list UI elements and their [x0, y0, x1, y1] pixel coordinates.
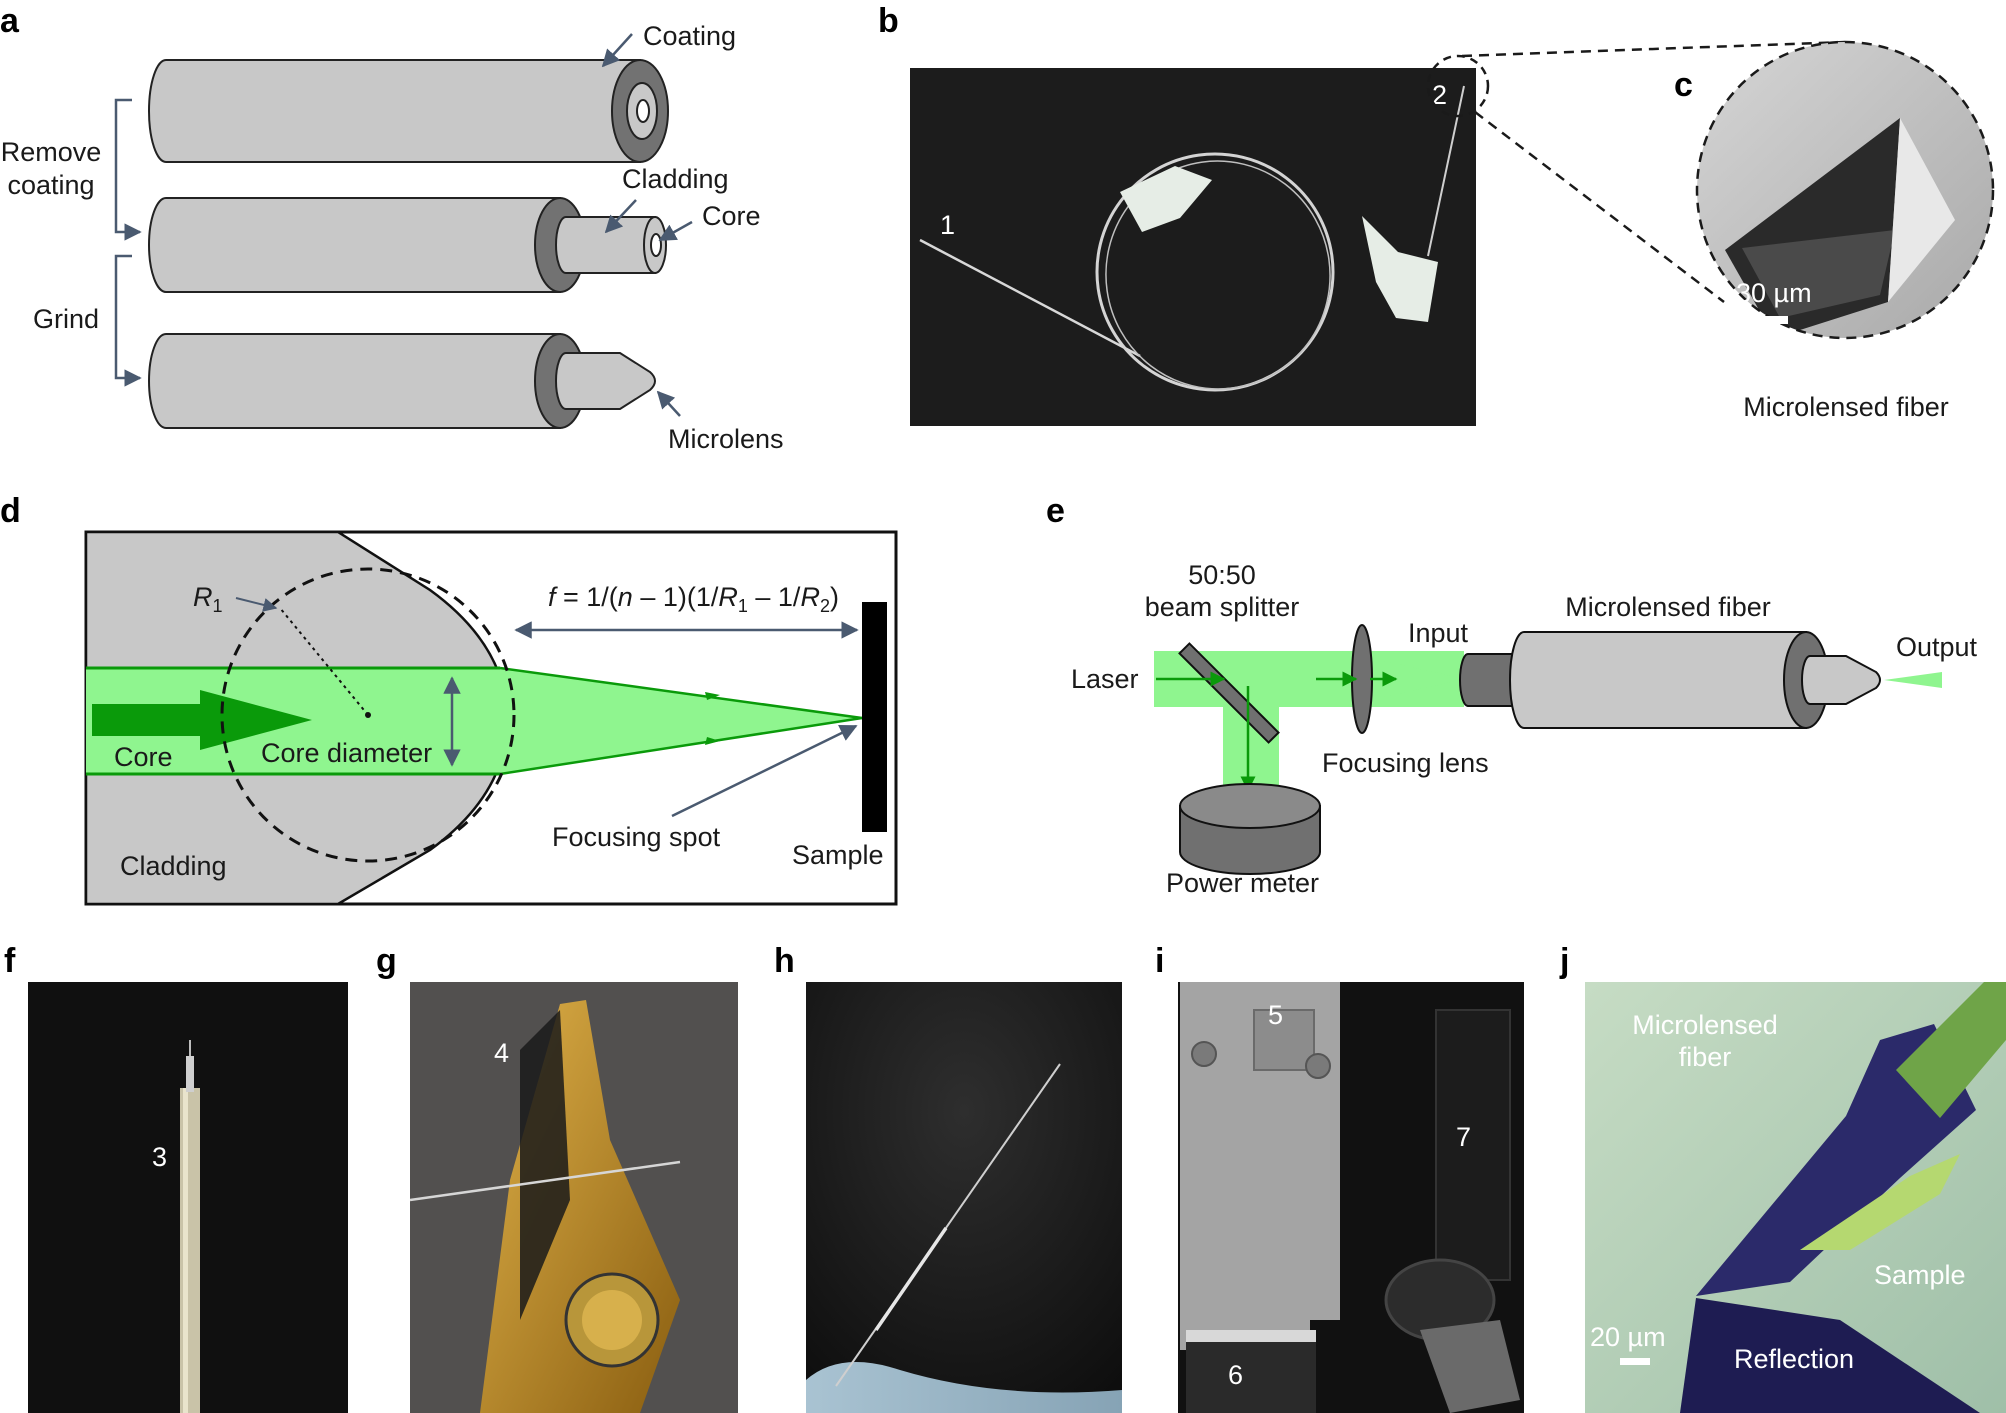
- panel-i-photo: 5 6 7: [1178, 982, 1524, 1413]
- stripped-fiber: [148, 197, 667, 293]
- label-grind: Grind: [33, 304, 99, 334]
- panel-label-e: e: [1046, 492, 1065, 530]
- label-microlens: Microlens: [668, 424, 784, 454]
- label-remove-coating-1: Remove: [1, 137, 102, 167]
- photo-g-marker-4: 4: [494, 1038, 509, 1068]
- microlensed-fiber-e: [1459, 631, 1881, 729]
- lens-mount: [1435, 1009, 1511, 1281]
- scale-bar-30um-label: 30 µm: [1736, 278, 1812, 308]
- tape-left: [1120, 166, 1212, 232]
- label-focusing-lens: Focusing lens: [1322, 748, 1489, 778]
- translation-stage-scale: [1186, 1330, 1316, 1413]
- coated-fiber: [148, 59, 669, 163]
- label-cladding-d: Cladding: [120, 851, 227, 881]
- panel-a-fiber-preparation: Coating Remove coating Cladding Core Gri…: [1, 21, 784, 454]
- panel-label-g: g: [376, 942, 397, 980]
- label-microlensed-fiber-j-1: Microlensed: [1632, 1010, 1778, 1040]
- label-coating: Coating: [643, 21, 736, 51]
- scale-bar-30um: [1742, 316, 1788, 324]
- grind-bracket: [114, 254, 142, 387]
- panel-label-c: c: [1674, 66, 1693, 104]
- label-sample-j: Sample: [1874, 1260, 1966, 1290]
- panel-label-a: a: [0, 2, 20, 40]
- label-focusing-spot: Focusing spot: [552, 822, 721, 852]
- label-output: Output: [1896, 632, 1978, 662]
- fiber-holder: [1180, 982, 1340, 1350]
- lens-curvature-circle: [220, 567, 516, 863]
- output-beam: [1884, 672, 1942, 688]
- panel-b-fiber-photo: 1 2: [910, 40, 1846, 426]
- power-meter: [1179, 783, 1321, 875]
- label-core-d: Core: [114, 742, 173, 772]
- fiber-h: [835, 1063, 1061, 1387]
- label-remove-coating-2: coating: [7, 170, 94, 200]
- label-power-meter: Power meter: [1166, 868, 1319, 898]
- label-r1: R1: [193, 582, 223, 616]
- panel-label-f: f: [4, 942, 16, 980]
- photo-i-marker-7: 7: [1456, 1122, 1471, 1152]
- label-core-diameter: Core diameter: [261, 738, 432, 768]
- beam-splitter: [1178, 642, 1280, 744]
- panel-d-focusing-schematic: R1 f = 1/(n – 1)(1/R1 – 1/R2) Core Core …: [84, 530, 898, 906]
- panel-e-measurement-setup: 50:50 beam splitter Laser Input Microlen…: [1071, 560, 1978, 898]
- label-microlensed-fiber-e: Microlensed fiber: [1565, 592, 1771, 622]
- zoom-circle-large: [1695, 40, 1995, 340]
- label-laser: Laser: [1071, 664, 1139, 694]
- photo-b-marker-1: 1: [940, 210, 955, 240]
- panel-j-microscope-image: [1585, 982, 2006, 1413]
- label-sample-d: Sample: [792, 840, 884, 870]
- panel-h-photo: [806, 982, 1122, 1413]
- tape-right: [1362, 216, 1438, 322]
- label-reflection: Reflection: [1734, 1344, 1854, 1374]
- zoom-circle-small: [1426, 54, 1490, 118]
- reflection-image: [1680, 1298, 1980, 1413]
- panel-label-h: h: [774, 942, 795, 980]
- panel-label-b: b: [878, 2, 899, 40]
- label-input: Input: [1408, 618, 1469, 648]
- photo-b-marker-2: 2: [1432, 80, 1447, 110]
- glove-fabric: [806, 1362, 1122, 1413]
- scale-bar-20um-label: 20 µm: [1590, 1322, 1666, 1352]
- label-core-a: Core: [702, 201, 761, 231]
- label-microlensed-fiber-j-2: fiber: [1679, 1042, 1732, 1072]
- sample-block: [862, 602, 887, 832]
- ground-fiber: [148, 333, 656, 429]
- scale-bar-20um: [1620, 1358, 1650, 1365]
- photo-i-marker-5: 5: [1268, 1000, 1283, 1030]
- panel-label-d: d: [0, 492, 21, 530]
- photo-i-marker-6: 6: [1228, 1360, 1243, 1390]
- label-cladding-a: Cladding: [622, 164, 729, 194]
- remove-coating-bracket: [114, 98, 142, 241]
- panel-label-j: j: [1559, 942, 1569, 980]
- core-arrow: [92, 690, 312, 750]
- panel-f-photo: 3: [28, 982, 348, 1413]
- panel-c-microlens-zoom: 30 µm Microlensed fiber: [1695, 40, 1995, 422]
- label-splitter-1: 50:50: [1188, 560, 1256, 590]
- panel-g-photo: 4: [410, 982, 738, 1413]
- panel-label-i: i: [1155, 942, 1164, 980]
- label-microlensed-fiber-c: Microlensed fiber: [1743, 392, 1949, 422]
- microlensed-fiber-tip-j: [1696, 1024, 1976, 1296]
- label-splitter-2: beam splitter: [1145, 592, 1300, 622]
- photo-f-marker-3: 3: [152, 1142, 167, 1172]
- focal-length-formula: f = 1/(n – 1)(1/R1 – 1/R2): [548, 582, 839, 616]
